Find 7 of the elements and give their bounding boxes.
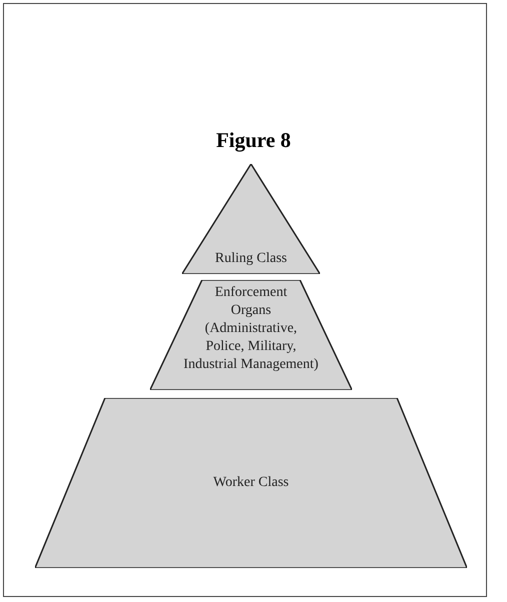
pyramid-apex-triangle bbox=[182, 164, 320, 274]
figure-title: Figure 8 bbox=[215, 128, 292, 153]
tier-label: Ruling Class bbox=[214, 250, 288, 268]
pyramid-tier-trapezoid bbox=[35, 398, 467, 568]
tier-label: Enforcement Organs (Administrative, Police, Military, Industrial Management) bbox=[184, 285, 318, 372]
tier-label: Worker Class bbox=[212, 474, 290, 492]
pyramid-tier-trapezoid bbox=[150, 280, 352, 390]
